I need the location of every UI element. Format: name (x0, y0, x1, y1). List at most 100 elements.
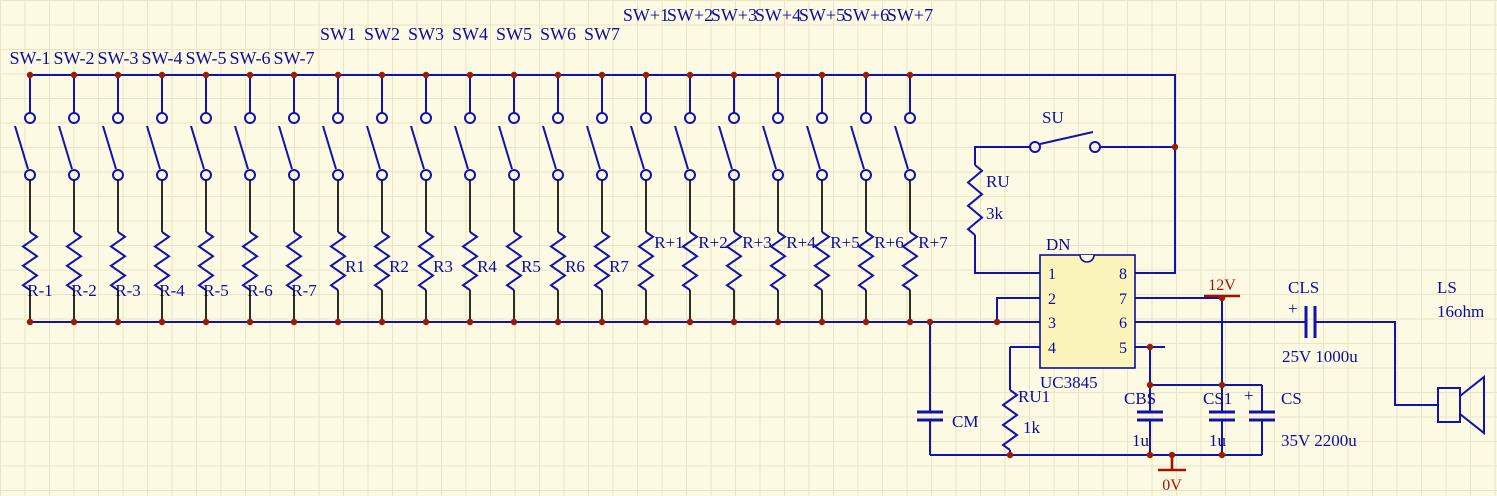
switch-terminal (728, 169, 740, 181)
resistor-R-2[interactable] (65, 231, 83, 291)
resistor-label: R6 (565, 257, 585, 276)
switch-SW-7[interactable] (278, 112, 300, 181)
switch-terminal (640, 112, 652, 124)
switch-SW-4[interactable] (146, 112, 168, 181)
capacitor-cls[interactable] (1304, 306, 1317, 338)
resistor-R2[interactable] (373, 231, 391, 291)
resistor-R-1[interactable] (21, 231, 39, 291)
resistor-R6[interactable] (549, 231, 567, 291)
ic-pin-number: 1 (1048, 266, 1056, 283)
switch-SW+2[interactable] (674, 112, 696, 181)
switch-SW1[interactable] (322, 112, 344, 181)
resistor-R+4[interactable] (769, 231, 787, 291)
switch-SW-1[interactable] (14, 112, 36, 181)
switch-SW+7[interactable] (894, 112, 916, 181)
switch-SW4[interactable] (454, 112, 476, 181)
wire (1315, 321, 1438, 406)
switch-SW7[interactable] (586, 112, 608, 181)
junction-dot (114, 71, 122, 79)
switch-label: SW2 (364, 24, 400, 44)
cs-value: 35V 2200u (1281, 431, 1357, 450)
resistor-label: R+5 (830, 233, 859, 252)
switch-blade (630, 125, 645, 170)
switch-label: SW-7 (273, 48, 314, 68)
switch-label: SW-3 (97, 48, 138, 68)
junction-dot (642, 318, 650, 326)
switch-SW5[interactable] (498, 112, 520, 181)
resistor-label: R1 (345, 257, 365, 276)
junction-dot (334, 318, 342, 326)
resistor-R-3[interactable] (109, 231, 127, 291)
resistor-R+2[interactable] (681, 231, 699, 291)
resistor-R+5[interactable] (813, 231, 831, 291)
resistor-R4[interactable] (461, 231, 479, 291)
junction-dot (158, 318, 166, 326)
junction-dot (246, 71, 254, 79)
speaker-ls[interactable] (1437, 374, 1485, 436)
switch-su[interactable] (1029, 131, 1101, 153)
capacitor-cs1[interactable] (1209, 410, 1235, 422)
switch-label: SW4 (452, 24, 488, 44)
resistor-label: R-7 (291, 281, 317, 300)
resistor-label: R-2 (71, 281, 97, 300)
switch-terminal (508, 169, 520, 181)
resistor-R+1[interactable] (637, 231, 655, 291)
resistor-R-6[interactable] (241, 231, 259, 291)
switch-SW+6[interactable] (850, 112, 872, 181)
resistor-R7[interactable] (593, 231, 611, 291)
resistor-ru-symbol[interactable] (966, 164, 984, 236)
switch-SW+3[interactable] (718, 112, 740, 181)
junction-dot (378, 318, 386, 326)
switch-SW-3[interactable] (102, 112, 124, 181)
resistor-R3[interactable] (417, 231, 435, 291)
switch-blade (1039, 131, 1094, 145)
switch-SW-2[interactable] (58, 112, 80, 181)
switch-label: SW-6 (229, 48, 270, 68)
ic-ref-label: DN (1046, 235, 1071, 254)
resistor-R1[interactable] (329, 231, 347, 291)
ic-pin-number: 5 (1119, 340, 1127, 357)
switch-SW6[interactable] (542, 112, 564, 181)
junction-dot (686, 318, 694, 326)
resistor-ru1-symbol[interactable] (1001, 389, 1019, 451)
resistor-R-4[interactable] (153, 231, 171, 291)
capacitor-cs[interactable] (1249, 410, 1275, 422)
resistor-symbol (549, 231, 567, 291)
junction-dot (862, 318, 870, 326)
switch-SW-6[interactable] (234, 112, 256, 181)
ic-dn-uc3845[interactable] (1039, 254, 1136, 369)
junction-dot (1218, 381, 1226, 389)
switch-SW+1[interactable] (630, 112, 652, 181)
wire (974, 235, 1010, 274)
switch-SW+5[interactable] (806, 112, 828, 181)
switch-SW2[interactable] (366, 112, 388, 181)
junction-dot (422, 71, 430, 79)
switch-terminal (376, 112, 388, 124)
switch-SW+4[interactable] (762, 112, 784, 181)
junction-dot (1146, 343, 1154, 351)
resistor-symbol (769, 231, 787, 291)
resistor-R+7[interactable] (901, 231, 919, 291)
resistor-R+3[interactable] (725, 231, 743, 291)
capacitor-cbs[interactable] (1137, 410, 1163, 422)
switch-blade (894, 125, 909, 170)
switch-SW-5[interactable] (190, 112, 212, 181)
resistor-R-5[interactable] (197, 231, 215, 291)
resistor-R-7[interactable] (285, 231, 303, 291)
resistor-symbol (637, 231, 655, 291)
switch-label: SW-5 (185, 48, 226, 68)
switch-terminal (376, 169, 388, 181)
resistor-R+6[interactable] (857, 231, 875, 291)
ic-pin-number: 3 (1048, 315, 1056, 332)
resistor-label: R-5 (203, 281, 229, 300)
junction-dot (246, 318, 254, 326)
cls-label: CLS (1288, 278, 1319, 297)
switch-SW3[interactable] (410, 112, 432, 181)
resistor-label: R5 (521, 257, 541, 276)
resistor-R5[interactable] (505, 231, 523, 291)
capacitor-cm[interactable] (917, 410, 943, 422)
cbs-value: 1u (1132, 431, 1150, 450)
switch-blade (234, 125, 249, 170)
cs-label: CS (1281, 389, 1302, 408)
